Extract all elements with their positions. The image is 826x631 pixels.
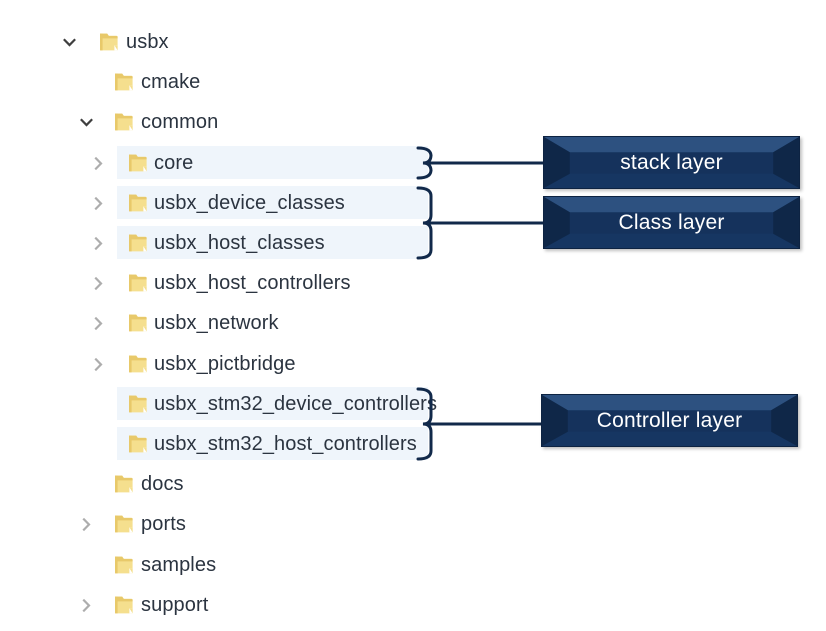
folder-icon bbox=[127, 387, 148, 421]
folder-icon bbox=[113, 467, 134, 501]
tree-item-label[interactable]: usbx_host_controllers bbox=[154, 272, 351, 294]
bevel-shading bbox=[544, 137, 799, 188]
chevron-right-icon[interactable] bbox=[87, 186, 109, 220]
chevron-right-icon[interactable] bbox=[87, 266, 109, 300]
bevel-shading bbox=[544, 197, 799, 248]
chevron-right-icon[interactable] bbox=[87, 347, 109, 381]
row-highlight bbox=[117, 226, 428, 259]
folder-icon bbox=[127, 226, 148, 260]
bevel-shading bbox=[542, 395, 797, 446]
row-highlight bbox=[117, 186, 428, 219]
folder-icon bbox=[113, 507, 134, 541]
tree-item-label[interactable]: core bbox=[154, 152, 194, 174]
tree-item-label[interactable]: usbx_stm32_host_controllers bbox=[154, 433, 417, 455]
tree-item-label[interactable]: usbx_pictbridge bbox=[154, 353, 296, 375]
tree-item-label[interactable]: usbx bbox=[126, 31, 169, 53]
tree-item-label[interactable]: samples bbox=[141, 554, 217, 576]
row-highlight bbox=[117, 427, 428, 460]
folder-icon bbox=[127, 306, 148, 340]
layer-box[interactable]: Class layer bbox=[543, 196, 800, 249]
chevron-right-icon[interactable] bbox=[87, 306, 109, 340]
tree-item-label[interactable]: usbx_host_classes bbox=[154, 232, 325, 254]
tree-item-label[interactable]: common bbox=[141, 111, 219, 133]
folder-icon bbox=[127, 186, 148, 220]
chevron-right-icon[interactable] bbox=[87, 146, 109, 180]
folder-icon bbox=[113, 105, 134, 139]
chevron-down-icon[interactable] bbox=[58, 25, 80, 59]
folder-icon bbox=[127, 347, 148, 381]
row-highlight bbox=[117, 387, 428, 420]
folder-icon bbox=[127, 266, 148, 300]
folder-icon bbox=[127, 146, 148, 180]
folder-icon bbox=[113, 588, 134, 622]
folder-icon bbox=[113, 548, 134, 582]
folder-icon bbox=[113, 65, 134, 99]
folder-icon bbox=[127, 427, 148, 461]
chevron-right-icon[interactable] bbox=[75, 507, 97, 541]
chevron-right-icon[interactable] bbox=[75, 588, 97, 622]
tree-item-label[interactable]: usbx_network bbox=[154, 312, 279, 334]
folder-icon bbox=[98, 25, 119, 59]
tree-item-label[interactable]: support bbox=[141, 594, 209, 616]
tree-item-label[interactable]: ports bbox=[141, 513, 186, 535]
layer-box-label: Class layer bbox=[618, 210, 725, 234]
tree-item-label[interactable]: usbx_stm32_device_controllers bbox=[154, 393, 438, 415]
tree-item-label[interactable]: usbx_device_classes bbox=[154, 192, 345, 214]
chevron-right-icon[interactable] bbox=[87, 226, 109, 260]
layer-box-label: stack layer bbox=[620, 150, 723, 174]
tree-item-label[interactable]: docs bbox=[141, 473, 184, 495]
chevron-down-icon[interactable] bbox=[75, 105, 97, 139]
tree-item-label[interactable]: cmake bbox=[141, 71, 201, 93]
layer-box-label: Controller layer bbox=[596, 408, 743, 432]
layer-box[interactable]: stack layer bbox=[543, 136, 800, 189]
layer-box[interactable]: Controller layer bbox=[541, 394, 798, 447]
row-highlight bbox=[117, 146, 428, 179]
